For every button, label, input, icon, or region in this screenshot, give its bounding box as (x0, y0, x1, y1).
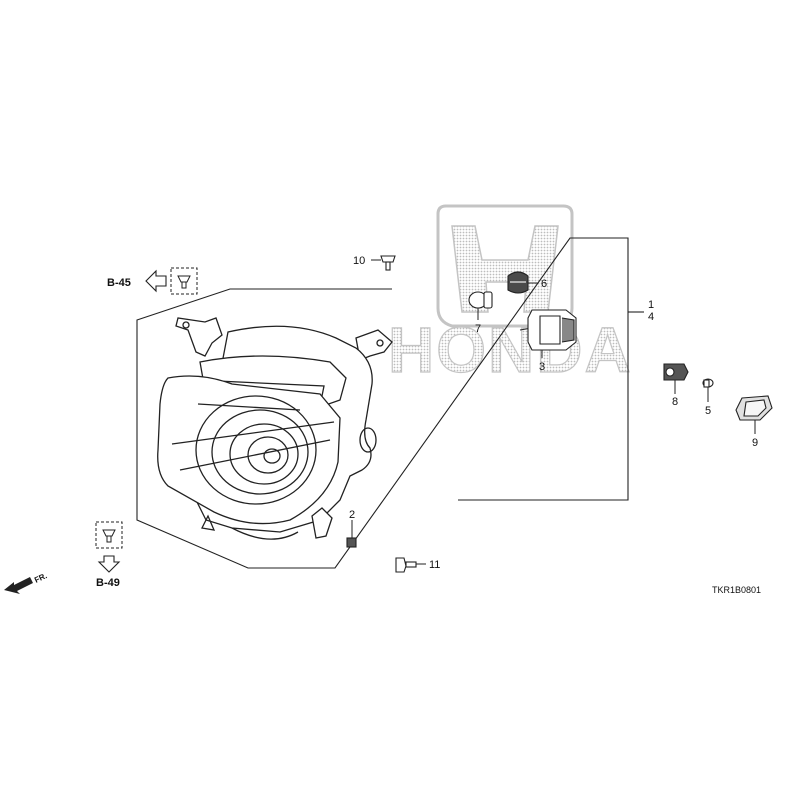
part-9-side-marker (735, 395, 773, 421)
reference-label-b49: B-49 (96, 577, 120, 589)
clip-icon (102, 529, 116, 543)
arrow-left-icon (145, 269, 167, 293)
diagram-code: TKR1B0801 (712, 585, 761, 595)
part-3-module (519, 309, 577, 351)
part-label-11: 11 (429, 559, 440, 571)
front-direction-indicator: FR. (4, 571, 49, 594)
arrow-down-icon (97, 555, 121, 573)
part-7-bulb (468, 291, 493, 309)
part-label-1: 1 (648, 299, 654, 311)
part-label-4: 4 (648, 311, 654, 323)
part-label-3: 3 (539, 361, 545, 373)
front-arrow-icon (4, 577, 33, 594)
part-label-10: 10 (353, 255, 365, 267)
reference-b49: B-49 (95, 521, 123, 589)
headlight-assembly (157, 317, 393, 540)
leader-lines (351, 259, 756, 565)
part-label-2: 2 (349, 509, 355, 521)
part-2-clip (346, 537, 357, 548)
part-label-6: 6 (541, 278, 547, 290)
part-6-socket (507, 271, 529, 294)
reference-b45: B-45 (107, 267, 198, 295)
part-10-screw (380, 255, 396, 271)
part-5-bulb (702, 378, 714, 388)
part-label-8: 8 (672, 396, 678, 408)
reference-label-b45: B-45 (107, 277, 131, 289)
part-label-5: 5 (705, 405, 711, 417)
part-11-bolt (395, 557, 417, 573)
honda-wordmark: HONDA (388, 314, 633, 386)
part-label-7: 7 (475, 323, 481, 335)
front-label: FR. (33, 571, 48, 585)
clip-icon (177, 275, 191, 289)
honda-logo-watermark: HONDA (387, 204, 633, 387)
assembly-outline (136, 237, 629, 569)
part-8-socket (663, 363, 689, 381)
part-label-9: 9 (752, 437, 758, 449)
